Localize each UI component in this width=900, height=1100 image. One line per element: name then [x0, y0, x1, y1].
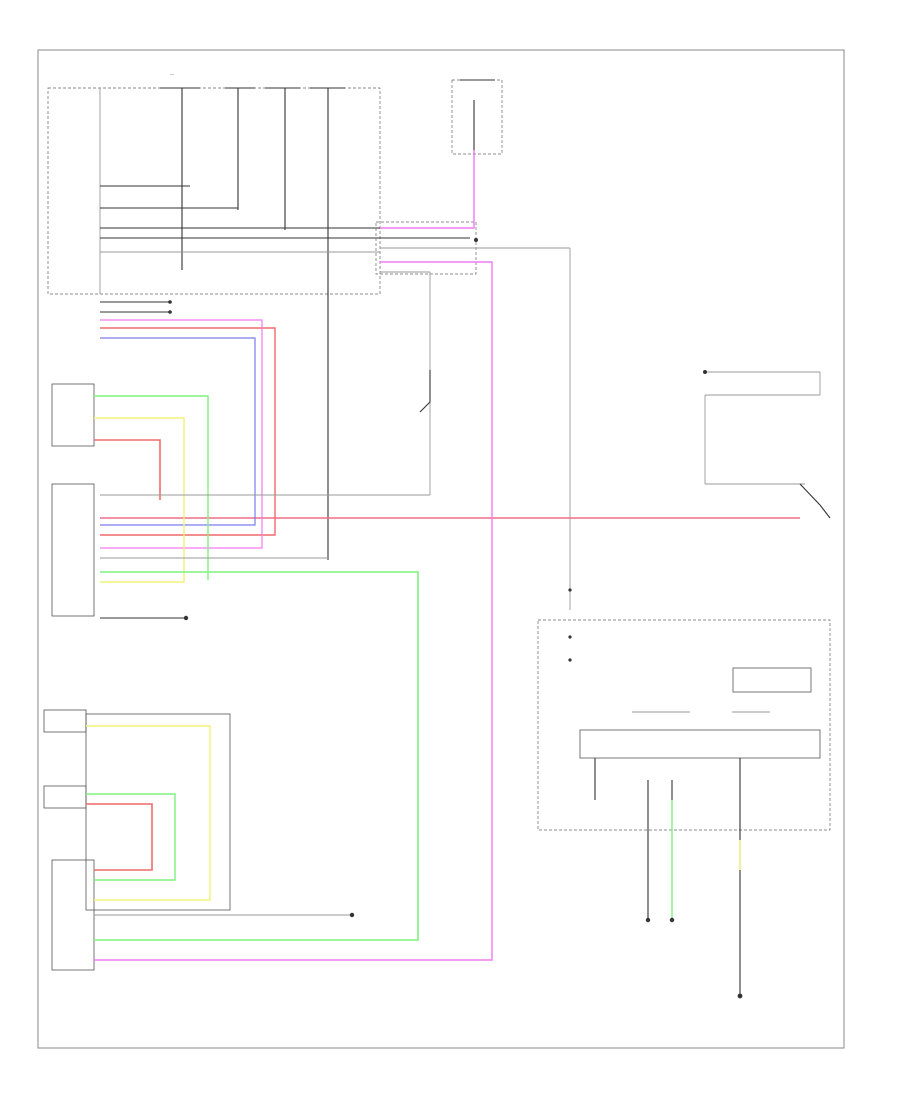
- splice-point: [474, 238, 478, 242]
- rear-sensor-connector-box-1: [43, 709, 87, 733]
- meter-ground-1: [645, 917, 651, 923]
- tpms-ecu-connector-box: [51, 483, 95, 617]
- wire-magenta-long: [94, 261, 493, 961]
- ground-point-lower: [349, 912, 355, 918]
- connector-dot-2: [568, 635, 572, 639]
- meter-ground-3: [737, 993, 743, 999]
- wire-yellow-1: [94, 417, 185, 583]
- wire-red-loop: [100, 327, 276, 536]
- wire-magenta-main: [380, 150, 475, 229]
- wire-green-1: [94, 395, 209, 580]
- center-switch: [419, 370, 431, 413]
- svg-text:—: —: [170, 72, 174, 77]
- lower-connector-box: [85, 713, 231, 911]
- wire-blue-loop: [100, 337, 256, 526]
- fuse-block-box: [47, 87, 381, 295]
- meter-cpu-box: [579, 729, 821, 759]
- wire-red-sensor-2: [86, 803, 153, 871]
- wire-green-long: [94, 571, 419, 941]
- bottom-connector-box: [51, 859, 95, 971]
- fuse-block-area: —: [47, 72, 571, 610]
- ground-point-left: [183, 615, 189, 621]
- wire-magenta-loop: [100, 319, 263, 549]
- fuse-header-1: —: [160, 72, 200, 89]
- rear-sensor-connector-box-2: [43, 785, 87, 809]
- pressure-switch: [799, 483, 831, 519]
- wire-red-sensor-1: [94, 439, 161, 500]
- diagram-frame: [37, 49, 845, 1049]
- connector-dot-1: [568, 588, 572, 592]
- meter-ground-2: [669, 917, 675, 923]
- right-upper-switch: [703, 370, 821, 485]
- wire-green-2: [86, 793, 176, 881]
- meter-indicator-box: [732, 667, 812, 693]
- combination-meter-box: [537, 619, 831, 831]
- sensor-connector-box-1: [51, 383, 95, 447]
- connector-dot-3: [568, 658, 572, 662]
- wire-yellow-2: [86, 725, 211, 901]
- left-upper-connector: [100, 300, 172, 314]
- top-right-source: [451, 79, 503, 155]
